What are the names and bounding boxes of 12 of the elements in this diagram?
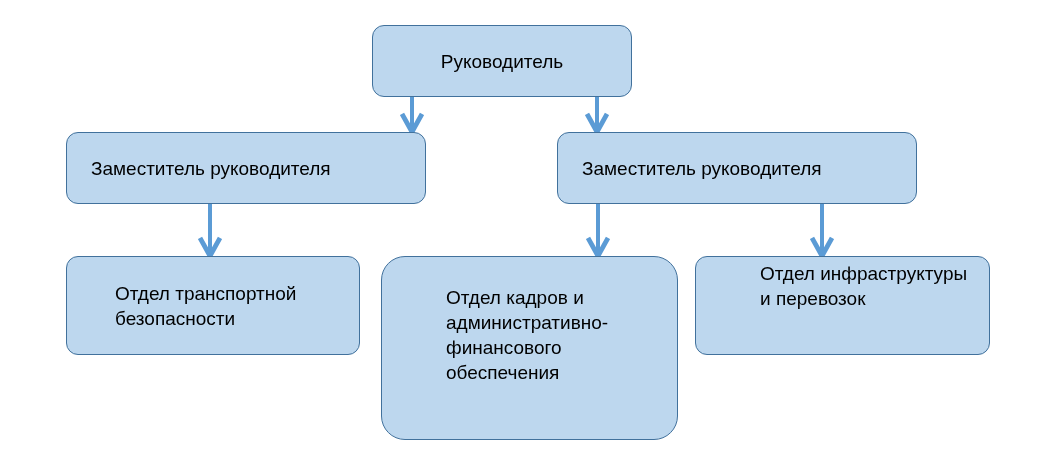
org-box xyxy=(557,132,917,204)
box-label: Заместитель руководителя xyxy=(582,156,822,181)
box-label: Руководитель xyxy=(440,49,564,74)
box-label: Отдел кадров и административно-финансового обеспечения xyxy=(446,286,610,385)
org-box xyxy=(66,132,426,204)
box-label: Отдел транспортной безопасности xyxy=(115,281,298,331)
org-box xyxy=(372,25,632,97)
org-box xyxy=(66,256,360,355)
org-box xyxy=(381,256,678,440)
org-box xyxy=(695,256,990,355)
box-label: Отдел инфраструктуры и перевозок xyxy=(760,262,969,311)
box-label: Заместитель руководителя xyxy=(91,156,331,181)
